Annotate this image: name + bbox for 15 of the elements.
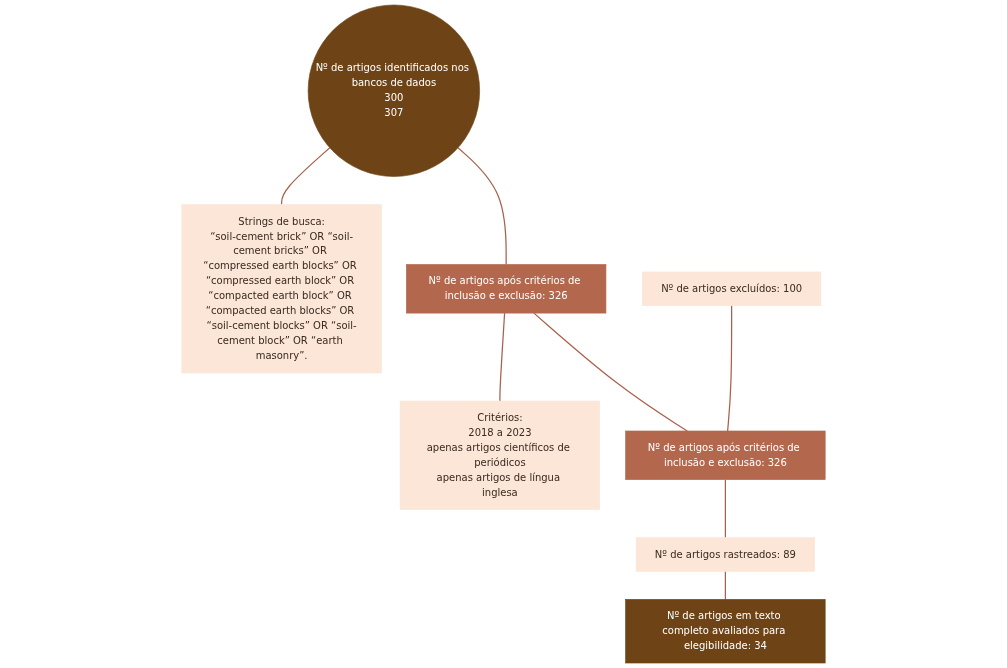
connector <box>533 312 688 432</box>
connector <box>499 312 506 402</box>
connector <box>724 479 726 539</box>
connector <box>727 305 733 432</box>
connector <box>281 147 331 206</box>
node-box: Nº de artigos após critérios de inclusão e exclusão: 326 <box>625 430 826 480</box>
connector <box>457 147 507 266</box>
node-box: Nº de artigos rastreados: 89 <box>635 537 815 572</box>
node-box: Nº de artigos excluídos: 100 <box>642 271 822 306</box>
node-box: Nº de artigos após critérios de inclusão e exclusão: 326 <box>406 264 607 314</box>
node-box: Nº de artigos em texto completo avaliados para elegibilidade: 34 <box>625 599 826 664</box>
connector <box>724 570 726 600</box>
node-circle: Nº de artigos identificados nos bancos de dados 300 307 <box>307 4 480 177</box>
node-box: Strings de busca: “soil-cement brick” OR “soil-cement bricks” OR “compressed earth blocks” OR “compressed earth block” OR “compacted earth block” OR “compacted earth blocks” OR “soil-cement blocks” OR “soil-cement block” OR “earth masonry”. <box>181 204 382 374</box>
node-box: Critérios: 2018 a 2023 apenas artigos científicos de periódicos apenas artigos de língua inglesa <box>399 400 600 510</box>
